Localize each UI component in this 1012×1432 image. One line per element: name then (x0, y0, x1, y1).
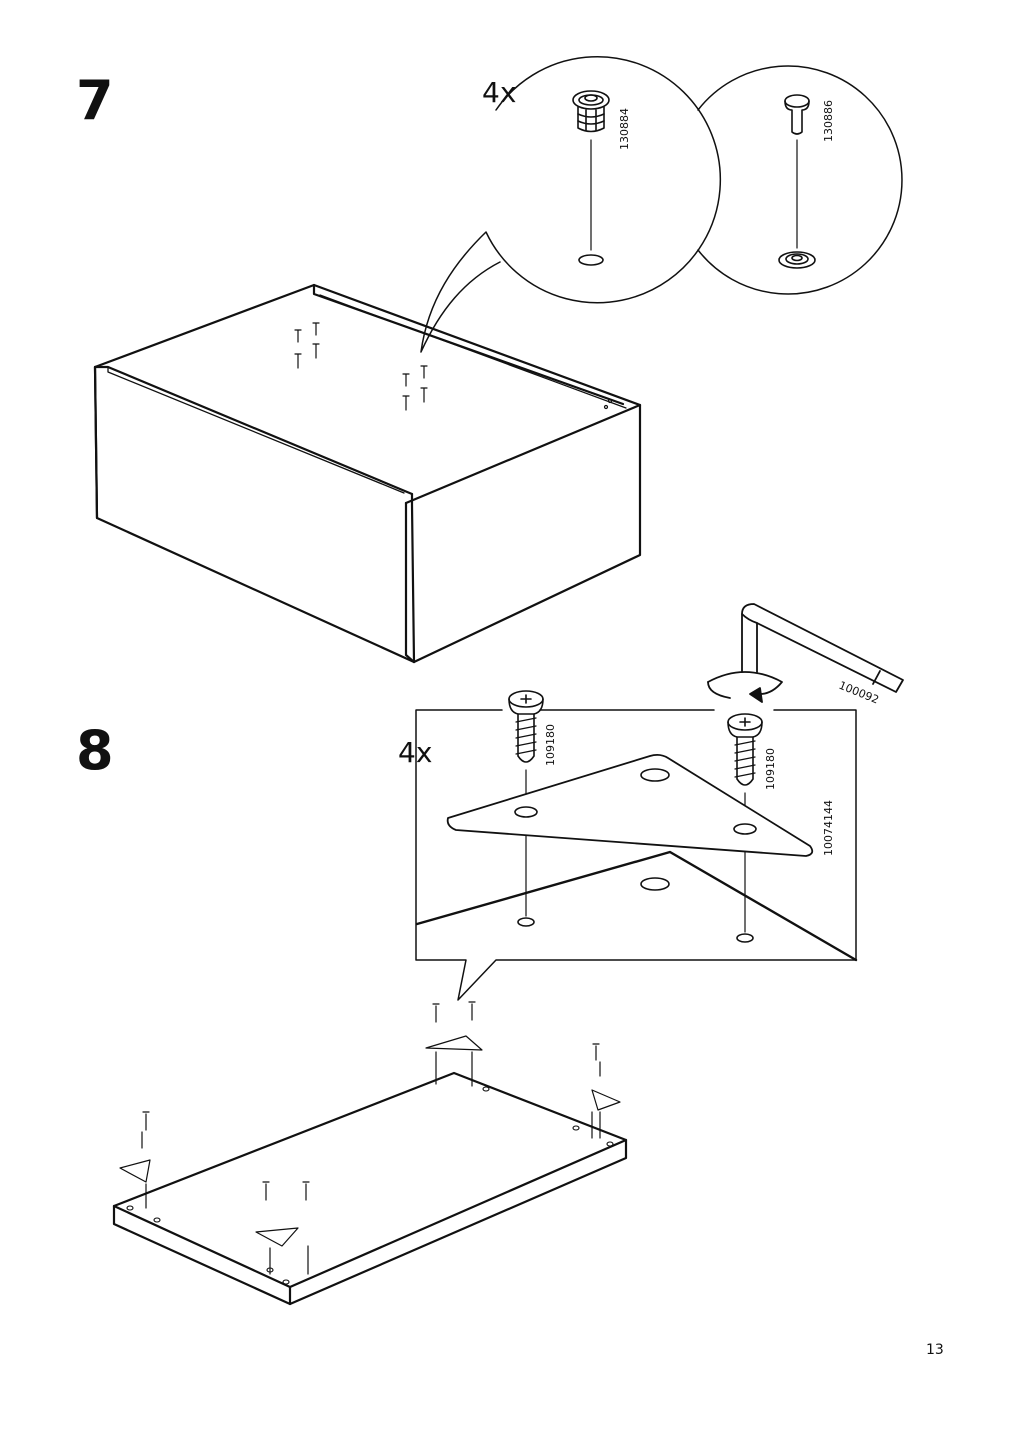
part-130884-label: 130884 (618, 108, 631, 150)
step-8-number: 8 (76, 719, 114, 782)
detail-frame (415, 709, 857, 1001)
cabinet-box (93, 283, 642, 664)
board-holes (126, 1086, 614, 1285)
part-109180-label-1: 109180 (544, 724, 557, 766)
part-10074144-label: 10074144 (822, 800, 835, 856)
board-panel (112, 1071, 628, 1306)
page-number: 13 (926, 1342, 944, 1358)
triangular-bracket-icon (446, 753, 814, 857)
part-109180-label-2: 109180 (764, 748, 777, 790)
step-7-number: 7 (76, 69, 114, 132)
allen-key-icon (707, 603, 904, 703)
panel-surface-detail (415, 835, 858, 962)
bracket-markers (119, 1001, 621, 1275)
dowel-peg-icon (778, 94, 816, 269)
screw-icon (508, 690, 544, 807)
detail-callout-bubble-2 (697, 65, 903, 295)
fastener-markers (294, 322, 613, 411)
step-8-quantity: 4x (398, 736, 433, 769)
part-130886-label: 130886 (822, 100, 835, 142)
detail-callout-bubble (420, 55, 722, 353)
cam-lock-insert-icon (572, 90, 610, 266)
